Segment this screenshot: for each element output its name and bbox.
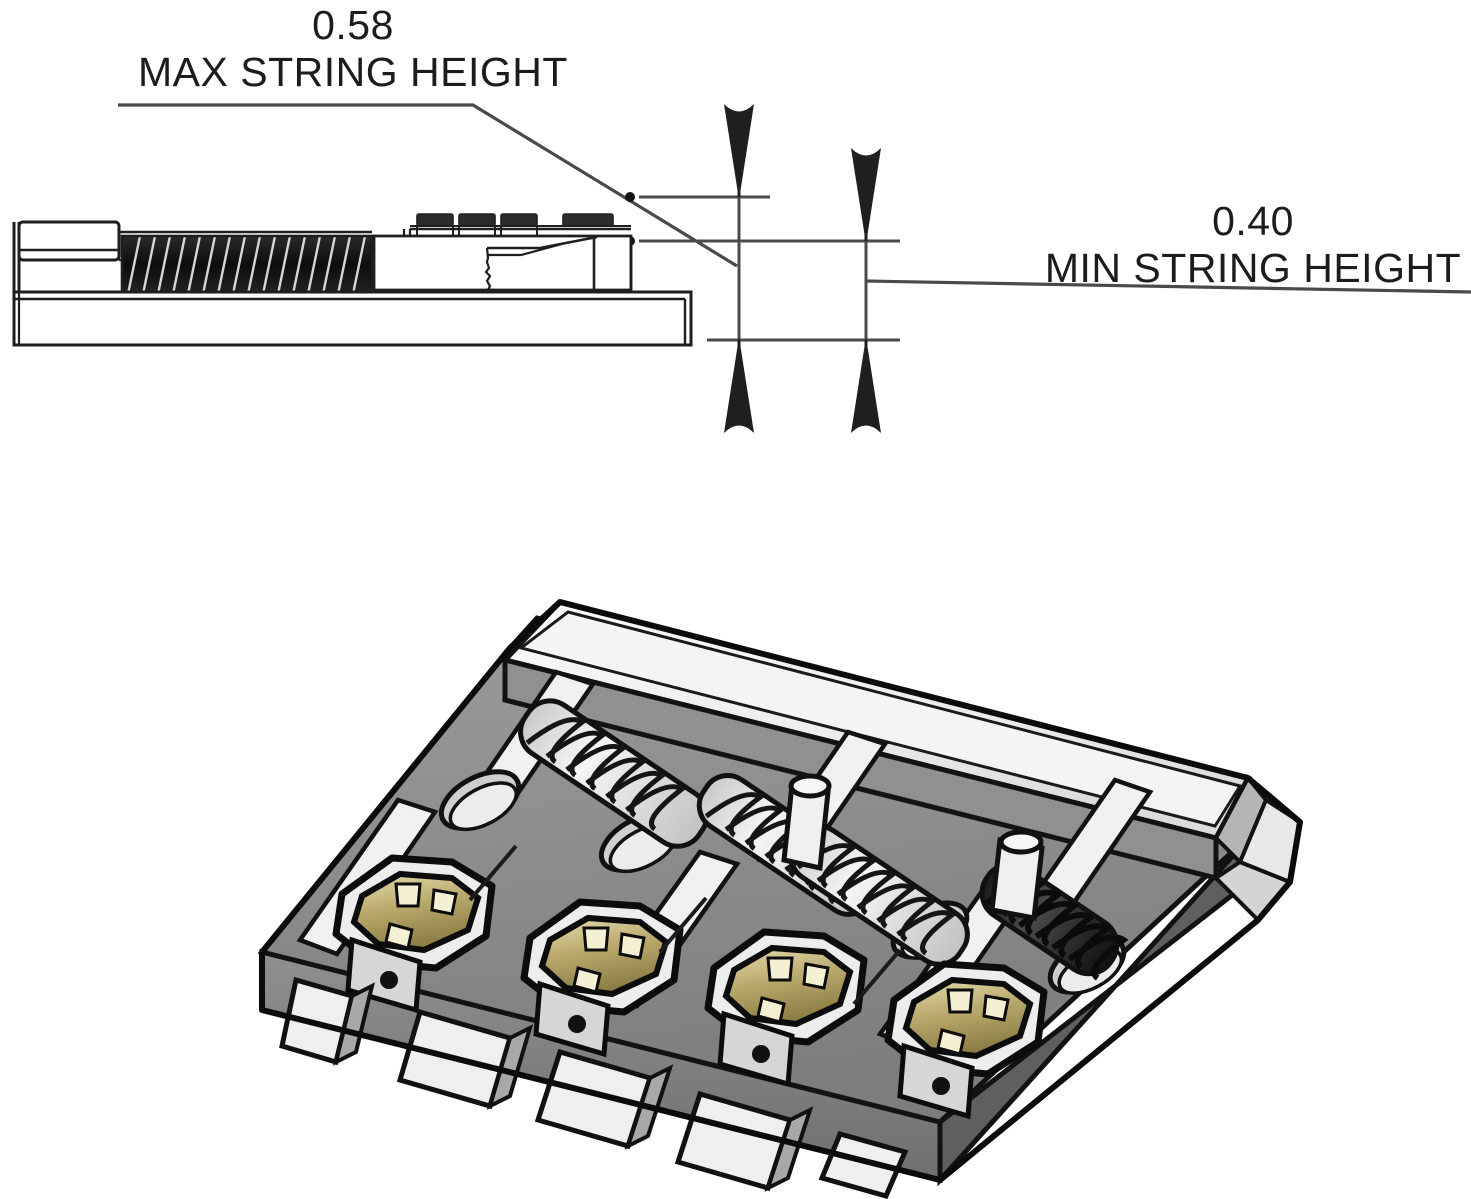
min-string-height-callout: 0.40 MIN STRING HEIGHT xyxy=(1035,198,1471,292)
intonation-screw-1 xyxy=(518,698,710,849)
max-string-height-text: MAX STRING HEIGHT xyxy=(138,49,568,95)
max-string-height-callout: 0.58 MAX STRING HEIGHT xyxy=(118,2,588,96)
bridge-outline xyxy=(259,599,1303,1183)
thread-coils-3 xyxy=(796,843,956,956)
saddle-posts xyxy=(781,773,1045,921)
saddle-3 xyxy=(704,928,868,1088)
saddle-4 xyxy=(884,960,1048,1120)
saddle-2 xyxy=(520,898,684,1058)
min-string-height-text: MIN STRING HEIGHT xyxy=(1044,245,1462,291)
saddle-1 xyxy=(332,854,496,1014)
max-leader-line xyxy=(118,103,738,268)
max-string-height-value: 0.58 xyxy=(312,2,394,48)
thread-coils-4 xyxy=(984,878,1129,981)
string-anchor-notches xyxy=(279,976,909,1199)
string-anchor-notch-walls xyxy=(333,982,814,1192)
side-view-geometry xyxy=(12,213,693,347)
thread-coils-2 xyxy=(704,792,864,905)
bridge-base-plate xyxy=(257,615,1262,1187)
extension-origin-dots xyxy=(625,192,635,246)
mounting-holes xyxy=(438,769,1127,995)
threaded-screw-profile xyxy=(120,234,376,296)
extension-lines xyxy=(639,195,900,342)
saddle-guide-rails xyxy=(296,669,1154,1051)
string-groove-teeth xyxy=(416,213,614,227)
intonation-screw-3 xyxy=(788,824,970,967)
intonation-screw-4 xyxy=(979,861,1129,981)
deck-separators xyxy=(468,844,902,1006)
bridge-rear-rail xyxy=(500,599,1269,882)
thread-coils-1 xyxy=(525,717,686,832)
bridge-right-lip xyxy=(1212,797,1303,923)
min-string-height-value: 0.40 xyxy=(1212,198,1294,244)
intonation-screw-2 xyxy=(696,773,880,917)
